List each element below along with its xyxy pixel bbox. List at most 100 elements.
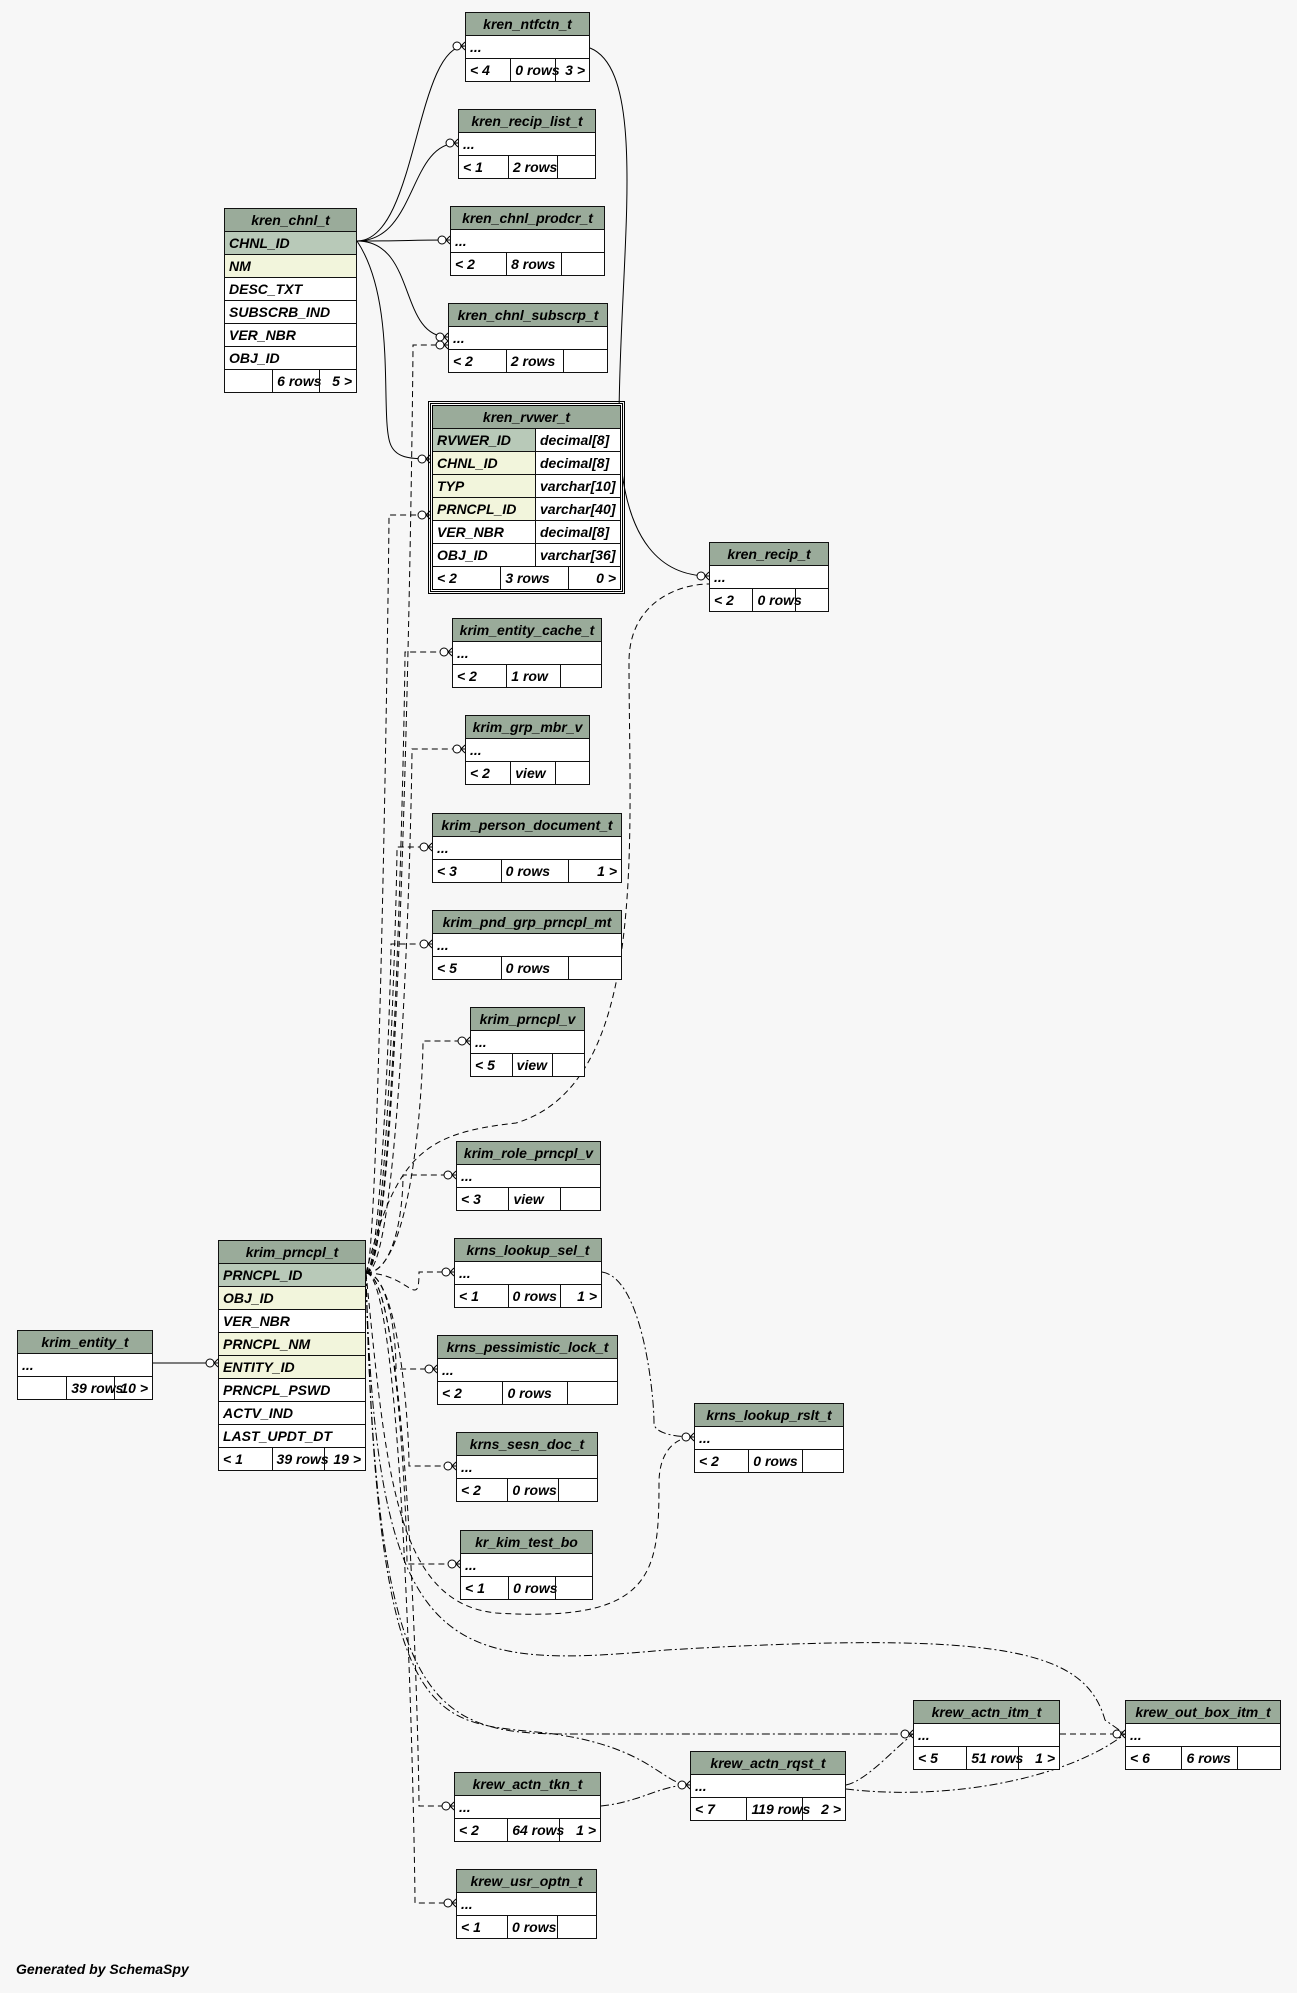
column-row: ... xyxy=(1126,1724,1280,1747)
edge-krew_actn_tkn_t-prncpl-many-marker xyxy=(449,1801,455,1811)
edge-kren-chnl-to-kren_chnl_subscrp_t xyxy=(356,240,449,338)
column-type: varchar[36] xyxy=(535,544,620,566)
row-count: 2 rows xyxy=(507,156,557,178)
table-title[interactable]: krew_actn_tkn_t xyxy=(455,1773,600,1796)
column-row: NM xyxy=(225,255,356,278)
table-title[interactable]: krim_prncpl_t xyxy=(219,1241,365,1264)
column-name: ... xyxy=(470,742,482,758)
parents-count: < 3 xyxy=(437,863,457,879)
table-title[interactable]: krns_lookup_rslt_t xyxy=(695,1404,843,1427)
column-row: ... xyxy=(691,1775,845,1798)
table-title[interactable]: krns_lookup_sel_t xyxy=(455,1239,601,1262)
edge-kr_kim_test_bo-prncpl-zero-marker xyxy=(447,1559,457,1569)
parents-count: < 1 xyxy=(465,1580,485,1596)
table-title[interactable]: kren_recip_t xyxy=(710,543,828,566)
table-title[interactable]: krim_pnd_grp_prncpl_mt xyxy=(433,911,621,934)
row-count: 64 rows xyxy=(507,1819,564,1841)
table-title[interactable]: krew_actn_rqst_t xyxy=(691,1752,845,1775)
edge-krns-lookup-rslt-zero-marker xyxy=(681,1432,691,1442)
parents-count: < 5 xyxy=(918,1750,938,1766)
children-count: 1 > xyxy=(568,860,621,882)
table-title[interactable]: krew_actn_itm_t xyxy=(914,1701,1059,1724)
column-row: ... xyxy=(695,1427,843,1450)
row-count: 3 rows xyxy=(500,567,567,589)
table-title[interactable]: krew_usr_optn_t xyxy=(457,1870,596,1893)
edge-krim-prncpl-to-krew_usr_optn_t xyxy=(365,1272,456,1904)
children-count xyxy=(561,253,604,275)
table-footer: < 1 0 rows xyxy=(461,1577,592,1599)
children-count xyxy=(557,1916,596,1938)
edge-krew-actn-itm-zero-marker xyxy=(900,1729,910,1739)
table-title[interactable]: kr_kim_test_bo xyxy=(461,1531,592,1554)
column-name: DESC_TXT xyxy=(229,281,303,297)
table-title[interactable]: kren_chnl_subscrp_t xyxy=(449,304,607,327)
row-count: 0 rows xyxy=(507,1916,557,1938)
table-title[interactable]: krns_pessimistic_lock_t xyxy=(438,1336,617,1359)
column-name: PRNCPL_ID xyxy=(219,1264,365,1286)
edge-krim-prncpl-to-krim_entity_cache_t xyxy=(365,651,452,1274)
column-type: decimal[8] xyxy=(535,429,620,451)
column-row: ... xyxy=(457,1165,600,1188)
edge-krns_pessimistic_lock_t-prncpl-many-marker xyxy=(432,1364,438,1374)
row-count: 0 rows xyxy=(748,1450,801,1472)
column-name: ... xyxy=(437,937,449,953)
table-title[interactable]: krew_out_box_itm_t xyxy=(1126,1701,1280,1724)
table-title[interactable]: krim_role_prncpl_v xyxy=(457,1142,600,1165)
table-title[interactable]: krns_sesn_doc_t xyxy=(457,1433,597,1456)
children-count: 1 > xyxy=(559,1819,600,1841)
parents-count: < 2 xyxy=(455,256,475,272)
edge-krns_pessimistic_lock_t-prncpl-zero-marker xyxy=(424,1364,434,1374)
edge-kren-chnl-to-kren_chnl_prodcr_t xyxy=(356,239,451,242)
parents-count: < 2 xyxy=(714,592,734,608)
row-count: 0 rows xyxy=(508,1577,558,1599)
edge-krim_entity_cache_t-prncpl-many-marker xyxy=(447,647,453,657)
column-row: ... xyxy=(466,36,589,59)
table-title[interactable]: krim_person_document_t xyxy=(433,814,621,837)
column-row: PRNCPL_ID xyxy=(219,1264,365,1287)
table-title[interactable]: krim_entity_t xyxy=(18,1331,152,1354)
table-title[interactable]: kren_rvwer_t xyxy=(433,406,620,429)
row-count: 0 rows xyxy=(500,957,569,979)
table-title[interactable]: kren_ntfctn_t xyxy=(466,13,589,36)
table-title[interactable]: krim_entity_cache_t xyxy=(453,619,601,642)
children-count xyxy=(801,1450,843,1472)
edge-kren_chnl_subscrp_t-zero-marker xyxy=(435,332,445,342)
column-row: ... xyxy=(455,1262,601,1285)
table-title[interactable]: kren_chnl_t xyxy=(225,209,356,232)
edge-kren_chnl_prodcr_t-zero-marker xyxy=(437,235,447,245)
table-title[interactable]: krim_grp_mbr_v xyxy=(466,716,589,739)
table-title[interactable]: kren_recip_list_t xyxy=(459,110,595,133)
table-title[interactable]: krim_prncpl_v xyxy=(471,1008,584,1031)
parents-count: < 7 xyxy=(695,1801,715,1817)
edge-krew-actn-rqst-many-marker xyxy=(685,1780,691,1790)
table-title[interactable]: kren_chnl_prodcr_t xyxy=(451,207,604,230)
